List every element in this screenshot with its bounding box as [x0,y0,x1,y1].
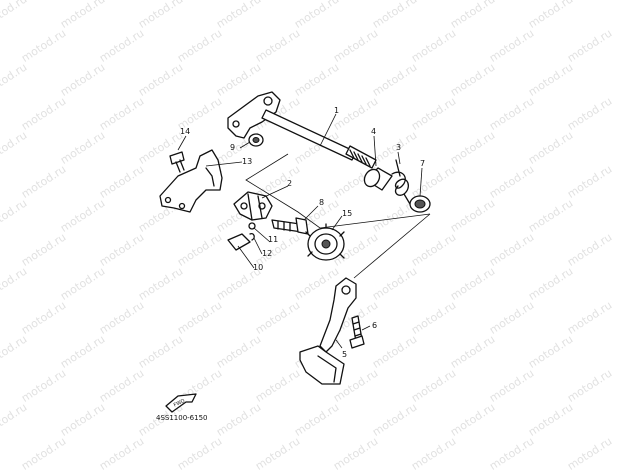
roller-part [227,233,251,251]
callout-5: 5 [342,350,347,359]
callout-12: 12 [262,249,272,258]
collar-part [363,167,393,191]
washer-part [248,133,264,147]
callout-10: 10 [253,263,263,272]
shift-arm-part [233,191,273,221]
shift-guide-part [159,149,223,213]
pedal-bolt-part [349,315,365,349]
screw-part [169,151,185,173]
callout-2: 2 [287,179,292,188]
callout-8: 8 [319,198,324,207]
fwd-label: FWD [173,398,186,408]
pin-part [248,222,256,230]
callout-3: 3 [396,143,401,152]
callout-4: 4 [371,127,376,136]
clip-part [249,232,255,241]
callout-labels: 1 4 3 7 14 9 13 2 8 15 11 12 10 6 5 [180,106,425,359]
callout-9: 9 [230,143,235,152]
torsion-spring-part [391,159,411,205]
bolt-part [271,217,309,235]
callout-14: 14 [180,127,190,136]
bushing-part [409,195,431,213]
leader-lines [177,113,431,349]
callout-13: 13 [242,157,252,166]
callout-15: 15 [342,209,352,218]
diagram-code: 4SS1100-6150 [156,414,208,422]
callout-6: 6 [372,321,377,330]
callout-11: 11 [268,235,278,244]
forward-arrow-icon: FWD [165,393,197,413]
shift-shaft-part [227,91,377,169]
callout-7: 7 [420,159,425,168]
shift-pedal-part [299,277,357,385]
callout-1: 1 [334,106,339,115]
segment-part [305,223,345,261]
